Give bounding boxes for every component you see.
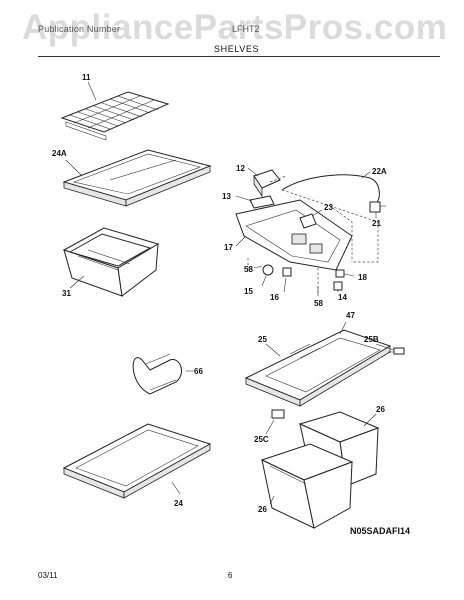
callout-labels: 11 24A 31 12 13 17 22A 23 21 58 15 16 58 14 18 47 25 25B 6… — [52, 73, 387, 514]
footer-page-number: 6 — [228, 571, 233, 580]
glass-shelf-drawing — [62, 423, 212, 499]
callout-11: 11 — [82, 73, 91, 82]
bracket-13-drawing — [249, 195, 275, 209]
callout-17: 17 — [224, 243, 233, 252]
section-title: SHELVES — [214, 44, 260, 54]
bracket-25c-drawing — [271, 409, 285, 419]
header-rule — [38, 56, 440, 57]
callout-26: 26 — [258, 505, 267, 514]
callout-13: 13 — [222, 192, 231, 201]
callout-18: 18 — [358, 273, 367, 282]
crisper-pan-drawing — [62, 227, 160, 297]
callout-22a: 22A — [372, 167, 387, 176]
switch-21-drawing — [369, 201, 386, 213]
publication-label: Publication Number — [38, 24, 121, 34]
callout-47: 47 — [346, 311, 355, 320]
callout-12: 12 — [236, 164, 245, 173]
callout-24a: 24A — [52, 149, 67, 158]
control-housing-drawing — [235, 199, 353, 271]
bracket-25b-drawing — [388, 347, 405, 355]
callout-25: 25 — [258, 335, 267, 344]
watermark-logo: AppliancePartsPros.com — [22, 8, 448, 47]
callout-21: 21 — [372, 219, 381, 228]
callout-14: 14 — [338, 293, 347, 302]
wire-shelf-drawing — [60, 91, 170, 141]
thermostat-23-drawing — [299, 213, 317, 229]
diagram-code: N05SADAFI14 — [350, 526, 411, 536]
model-label: LFHT2 — [232, 24, 260, 34]
callout-66: 66 — [194, 367, 203, 376]
lower-shelf-frame-drawing — [244, 329, 392, 407]
light-housing-drawing — [253, 169, 281, 198]
footer-date: 03/11 — [38, 571, 58, 580]
glass-shelf-frame-drawing — [62, 149, 212, 207]
callout-leaders — [235, 167, 395, 505]
wire-harness-drawing — [269, 174, 380, 263]
callout-58: 58 — [314, 299, 323, 308]
callout-23: 23 — [324, 203, 333, 212]
callout-15: 15 — [244, 287, 253, 296]
callout-31: 31 — [62, 289, 71, 298]
callout-26: 26 — [376, 405, 385, 414]
callout-58: 58 — [244, 265, 253, 274]
callout-25c: 25C — [254, 435, 269, 444]
wire-support-drawing — [132, 353, 182, 395]
callout-16: 16 — [270, 293, 279, 302]
callout-24: 24 — [174, 499, 183, 508]
callout-25b: 25B — [364, 335, 379, 344]
drawer-front-drawing — [260, 443, 354, 529]
small-parts-drawing — [247, 258, 345, 294]
